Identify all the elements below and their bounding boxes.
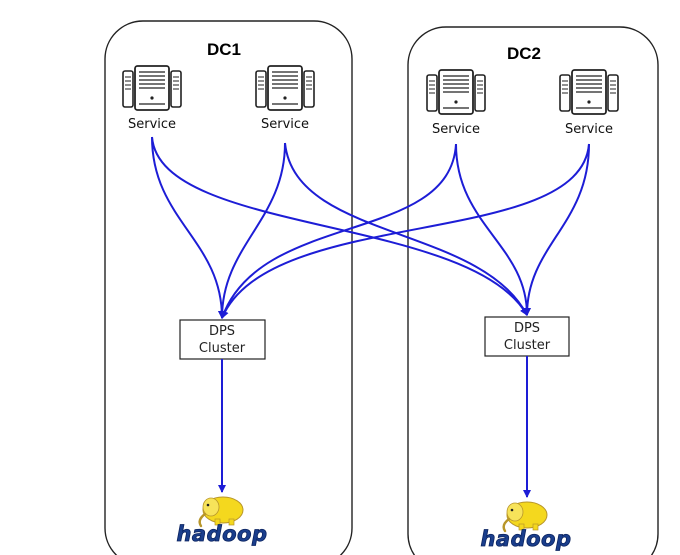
dc2-boundary [407,26,659,555]
arrow-dc2s2-to-dc1dps [221,143,590,319]
dc1-title: DC1 [207,40,241,59]
dps-cluster-line2: Cluster [199,341,246,356]
dc2-service-1: Service [426,69,486,137]
dps-cluster-line1: DPS [209,324,235,339]
dc2-service-2: Service [559,69,619,137]
server-icon [559,69,619,115]
dc2-title: DC2 [507,44,541,63]
arrow-dc1s1-to-dc2dps [151,136,528,316]
service-label: Service [261,117,309,132]
dc1-boundary [104,20,353,555]
hadoop-logo-text: hadoop [176,522,267,546]
arrow-dc1s1-to-dc1dps [151,136,226,319]
dc1-container: DC1 Service Service DPS Cluster hadoop [104,20,353,555]
dc2-container: DC2 Service Service DPS Cluster hadoop [407,26,659,555]
server-icon [426,69,486,115]
dps-cluster-box [484,316,570,357]
arrow-dc2s2-to-dc2dps [523,143,590,316]
dc1-hadoop-logo: hadoop [176,495,267,546]
server-icon [122,65,182,111]
dc2-hadoop-logo: hadoop [480,500,571,551]
arrow-dc2s1-to-dc1dps [220,143,457,319]
dps-cluster-line2: Cluster [504,338,551,353]
hadoop-logo-text: hadoop [480,527,571,551]
dc2-dps-cluster: DPS Cluster [484,316,570,357]
service-label: Service [565,122,613,137]
arrow-dc1s2-to-dc1dps [218,142,286,319]
arrow-dc1s2-to-dc2dps [284,142,528,316]
service-label: Service [432,122,480,137]
dc1-service-1: Service [122,65,182,132]
service-to-dps-arrows [151,136,590,319]
dps-cluster-line1: DPS [514,321,540,336]
dc1-service-2: Service [255,65,315,132]
arrow-dc2s1-to-dc2dps [455,143,531,316]
dc1-dps-cluster: DPS Cluster [179,319,266,360]
service-label: Service [128,117,176,132]
dps-to-hadoop-arrows [218,356,531,498]
server-icon [255,65,315,111]
